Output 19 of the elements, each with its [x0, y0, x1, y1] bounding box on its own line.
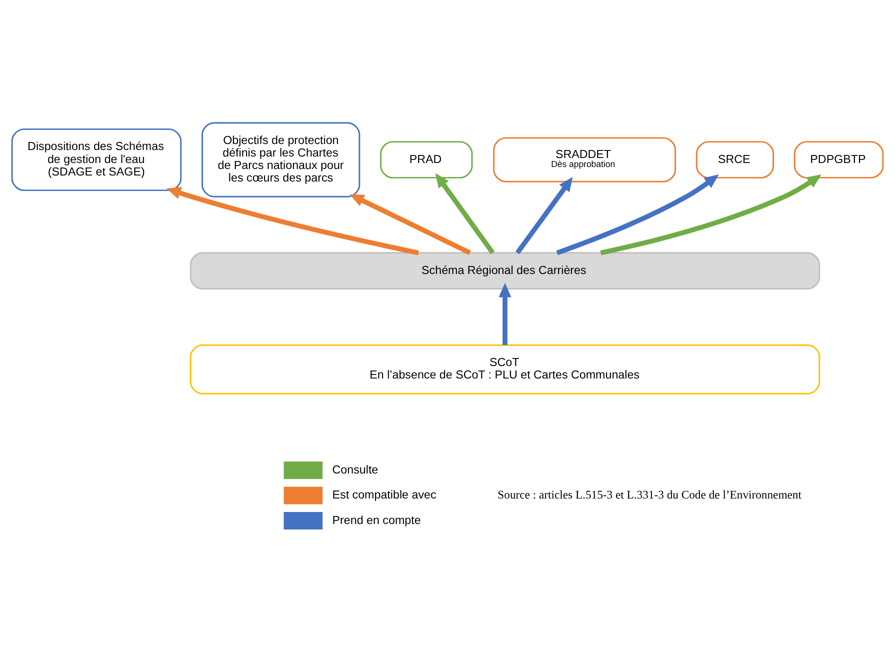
node-box: SRCE — [696, 140, 774, 178]
arrow — [600, 174, 822, 255]
legend-label: Est compatible avec — [332, 488, 436, 502]
node-box: PRAD — [380, 140, 473, 178]
node-box: Schéma Régional des Carrières — [190, 252, 820, 290]
node-box: PDPGBTP — [794, 140, 884, 178]
arrow — [350, 194, 472, 255]
label: Source : articles L.515-3 et L.331-3 du Code de l’Environnement — [498, 488, 802, 502]
arrow — [515, 176, 573, 254]
node-box: Dispositions des Schémas de gestion de l'eau (SDAGE et SAGE) — [11, 128, 182, 191]
legend-label: Consulte — [332, 462, 378, 476]
node-box: SRADDET Dès approbation — [493, 136, 676, 182]
arrow — [435, 172, 495, 254]
arrow — [556, 174, 719, 255]
arrow — [498, 282, 512, 345]
node-box: Objectifs de protection définis par les Chartes de Parcs nationaux pour les cœurs des parcs — [202, 122, 360, 197]
legend-label: Prend en compte — [332, 513, 421, 526]
arrow — [166, 186, 419, 255]
node-box: SCoT En l’absence de SCoT : PLU et Cartes Communales — [190, 344, 820, 394]
